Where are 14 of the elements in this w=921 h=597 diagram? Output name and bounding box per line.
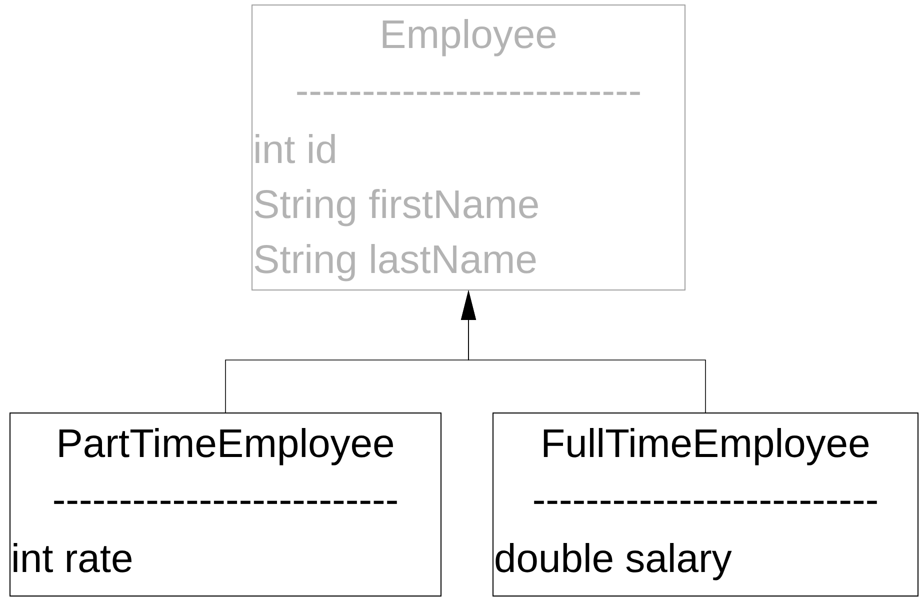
class-box [492,412,918,596]
attribute-text: String firstName [254,189,538,226]
divider-text: -------------------------- [54,500,397,504]
attribute-text: String lastName [254,244,536,282]
class-box [10,412,442,596]
divider-text: -------------------------- [534,500,877,504]
attribute-text: int rate [14,543,132,572]
class-name: FullTimeEmployee [544,428,869,466]
attribute-text: double salary [496,543,732,580]
attribute-text: int id [256,134,335,164]
divider-text: -------------------------- [297,92,640,95]
class-name: PartTimeEmployee [59,428,394,466]
class-name: Employee [382,19,556,56]
class-box [252,4,686,290]
